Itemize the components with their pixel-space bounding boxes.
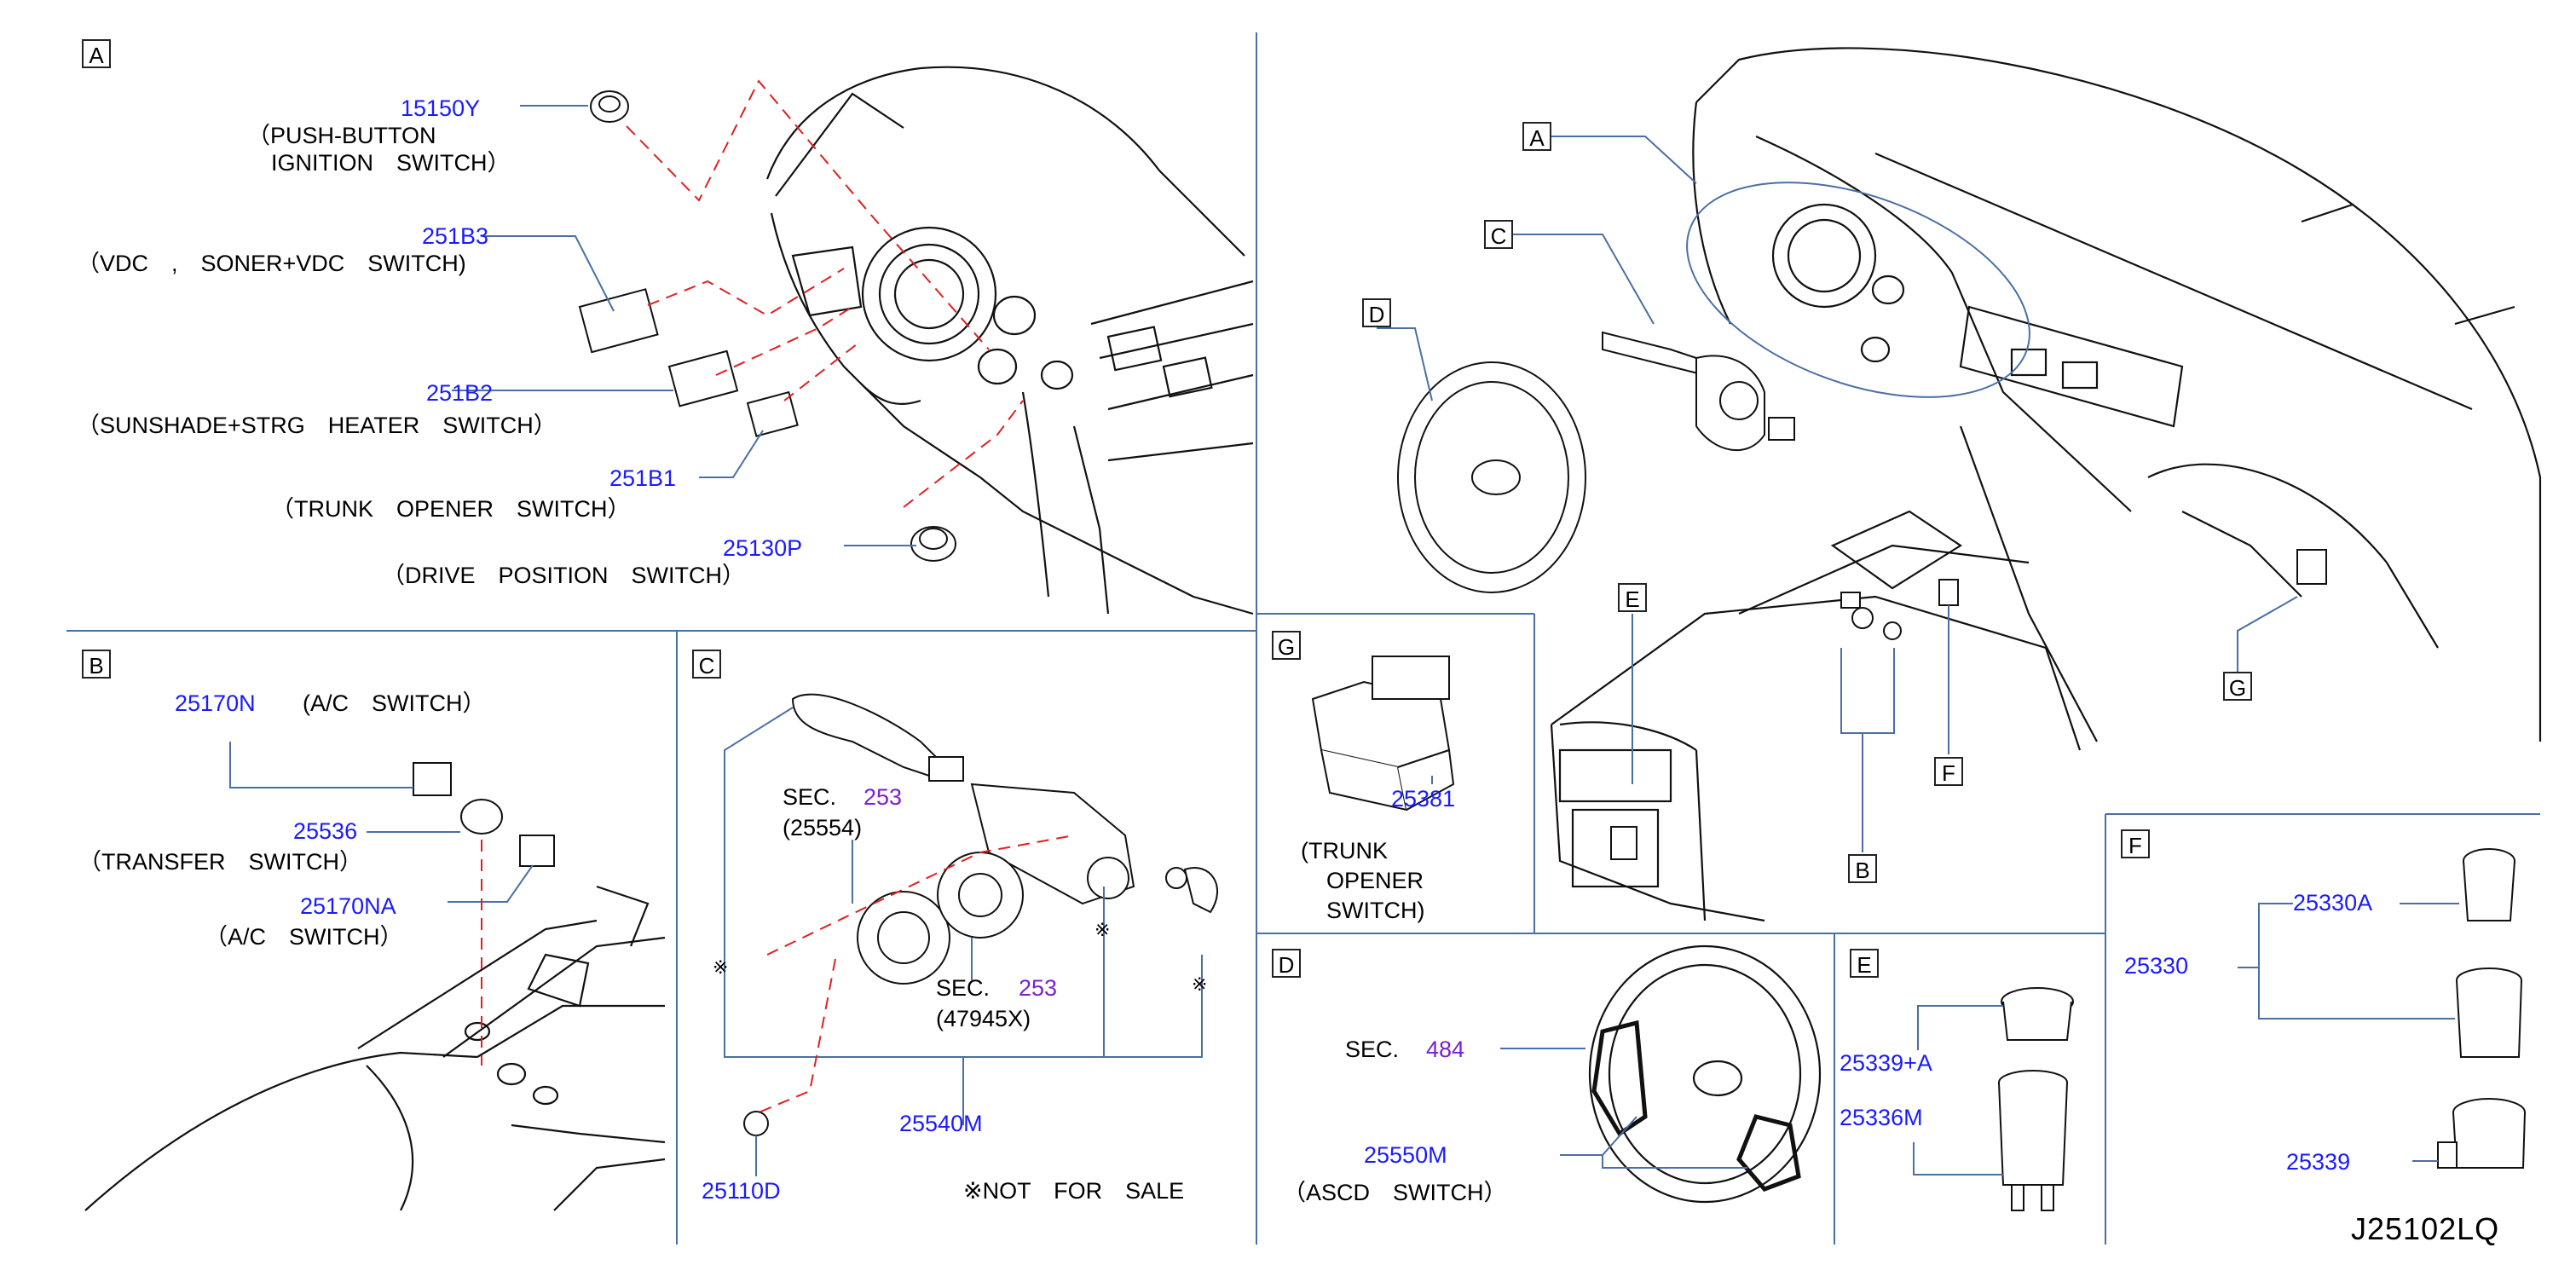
part-number-25381: 25381	[1391, 786, 1456, 812]
part-number-25110d: 25110D	[702, 1178, 781, 1204]
overview-callout-b: B	[1848, 854, 1877, 883]
part-number-251b2: 251B2	[426, 380, 494, 406]
section-a-dashboard	[765, 66, 1254, 615]
part-number-25339: 25339	[2286, 1149, 2351, 1175]
part-desc-25381-line1: (TRUNK	[1301, 838, 1388, 864]
part-desc-25130p: （DRIVE POSITION SWITCH）	[382, 563, 746, 588]
sec-ref-484-number: 484	[1426, 1037, 1465, 1062]
part-desc-15150y-line1: （PUSH-BUTTON	[247, 123, 436, 148]
part-number-25540m: 25540M	[899, 1111, 983, 1136]
part-number-25330a: 25330A	[2293, 890, 2373, 916]
part-desc-251b3: （VDC , SONER+VDC SWITCH)	[77, 251, 466, 276]
section-d-wheel	[1588, 944, 1822, 1204]
section-a-label: A	[82, 39, 111, 68]
section-f-leaders	[2238, 903, 2459, 1162]
section-a-dash-leaders	[626, 79, 1024, 508]
section-b-console	[84, 885, 666, 1211]
part-number-25536: 25536	[293, 818, 358, 844]
section-g-component	[1311, 656, 1455, 812]
sec-ref-253-a-prefix: SEC.	[783, 784, 837, 810]
part-number-25550m: 25550M	[1364, 1142, 1447, 1168]
section-d-leaders	[1500, 1048, 1747, 1169]
overview-components	[1397, 331, 2327, 860]
section-c-leaders	[724, 707, 1203, 1176]
part-desc-25381-line3: SWITCH)	[1326, 898, 1425, 923]
part-desc-25381-line2: OPENER	[1326, 868, 1424, 893]
part-desc-25550m: （ASCD SWITCH）	[1283, 1180, 1507, 1205]
overview-callout-g: G	[2223, 672, 2252, 701]
part-number-251b1: 251B1	[609, 465, 677, 491]
section-c-dash-leaders	[758, 835, 1075, 1113]
not-for-sale-mark-1: ※	[713, 956, 729, 978]
section-d-label: D	[1272, 949, 1301, 978]
sec-ref-253-a-number: 253	[863, 784, 903, 810]
not-for-sale-note: ※NOT FOR SALE	[963, 1178, 1185, 1204]
part-number-25130p: 25130P	[723, 535, 803, 561]
overview-callout-f: F	[1934, 757, 1963, 786]
not-for-sale-mark-3: ※	[1192, 973, 1208, 995]
sec-ref-253-b-number: 253	[1019, 975, 1058, 1001]
section-b-components	[413, 762, 555, 867]
overview-callout-d: D	[1362, 298, 1391, 327]
overview-callout-a: A	[1522, 122, 1551, 151]
overview-dashboard	[1550, 47, 2542, 922]
section-c-label: C	[692, 650, 721, 679]
part-number-25330: 25330	[2124, 953, 2189, 979]
part-number-25339a: 25339+A	[1840, 1050, 1932, 1076]
section-b-leaders	[229, 742, 534, 903]
overview-leaders	[1377, 136, 2298, 852]
section-a-leaders	[452, 105, 916, 546]
section-b-label: B	[82, 650, 111, 679]
part-desc-251b2: （SUNSHADE+STRG HEATER SWITCH）	[77, 413, 557, 438]
section-g-label: G	[1272, 631, 1301, 660]
part-desc-251b1: （TRUNK OPENER SWITCH）	[271, 496, 631, 522]
part-number-251b3: 251B3	[422, 223, 489, 249]
part-desc-25170n: (A/C SWITCH）	[303, 690, 486, 716]
section-f-components	[2437, 848, 2526, 1169]
section-e-components	[1998, 987, 2074, 1211]
part-desc-25170na: （A/C SWITCH）	[205, 924, 403, 950]
section-d-switch-outline	[1591, 1020, 1801, 1192]
section-e-leaders	[1913, 1005, 2003, 1175]
section-f-label: F	[2121, 829, 2150, 858]
sec-ref-253-b-prefix: SEC.	[936, 975, 991, 1001]
part-number-15150y: 15150Y	[401, 95, 481, 121]
sec-ref-484-prefix: SEC.	[1345, 1037, 1400, 1062]
not-for-sale-mark-2: ※	[1095, 919, 1111, 940]
overview-callout-c: C	[1484, 220, 1513, 249]
part-number-25336m: 25336M	[1840, 1105, 1923, 1130]
sec-ref-253-a-sub: (25554)	[783, 815, 863, 840]
section-c-components	[743, 693, 1219, 1136]
section-a-components	[578, 90, 956, 562]
panel-dividers	[66, 32, 2540, 1245]
overview-callout-e: E	[1618, 583, 1647, 612]
diagram-code: J25102LQ	[2351, 1211, 2500, 1246]
part-number-25170na: 25170NA	[300, 893, 396, 919]
section-e-label: E	[1850, 949, 1879, 978]
overview-a-region	[1686, 182, 2030, 398]
sec-ref-253-b-sub: (47945X)	[936, 1006, 1031, 1031]
part-desc-15150y-line2: IGNITION SWITCH）	[271, 150, 511, 176]
part-number-25170n: 25170N	[175, 690, 256, 716]
part-desc-25536: （TRANSFER SWITCH）	[78, 849, 362, 875]
